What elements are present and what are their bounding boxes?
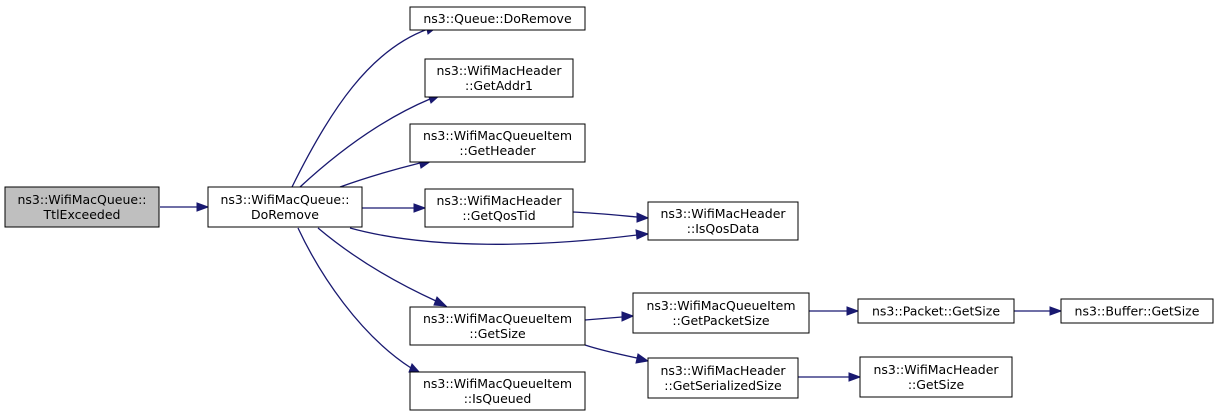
node-label-line: ns3::Queue::DoRemove — [423, 11, 572, 26]
node-label-line: ::GetSize — [908, 377, 965, 392]
node-box — [207, 186, 363, 228]
function-node-pktgetsize[interactable]: ns3::Packet::GetSize — [857, 298, 1015, 324]
node-label-line: ns3::WifiMacQueueItem — [423, 128, 572, 143]
call-edge-getpktsize-to-pktgetsize — [809, 306, 860, 316]
node-label-line: ::GetSize — [469, 326, 526, 341]
node-box — [859, 356, 1013, 398]
function-node-getaddr1[interactable]: ns3::WifiMacHeader::GetAddr1 — [424, 58, 574, 98]
node-box — [647, 357, 799, 399]
function-nodes: ns3::WifiMacQueue::TtlExceededns3::WifiM… — [4, 6, 1214, 411]
arrowhead-icon — [621, 311, 635, 322]
call-edge-doremove-to-isqosdata — [349, 227, 650, 245]
arrowhead-icon — [846, 306, 860, 316]
node-label-line: ::GetAddr1 — [465, 78, 533, 93]
node-label-line: DoRemove — [251, 207, 319, 222]
function-node-ttl[interactable]: ns3::WifiMacQueue::TtlExceeded — [4, 186, 160, 228]
node-label-line: ns3::WifiMacHeader — [660, 363, 786, 378]
function-node-doremove[interactable]: ns3::WifiMacQueue::DoRemove — [207, 186, 363, 228]
call-edge-doremove-to-getqostid — [362, 203, 427, 213]
node-box — [409, 123, 586, 163]
edge-line — [299, 98, 431, 188]
function-node-getsize[interactable]: ns3::WifiMacQueueItem::GetSize — [409, 306, 586, 346]
node-label-line: TtlExceeded — [43, 207, 121, 222]
node-box — [424, 188, 574, 228]
node-label-line: ns3::WifiMacHeader — [660, 206, 786, 221]
node-box — [424, 58, 574, 98]
node-box — [1060, 298, 1214, 324]
arrowhead-icon — [433, 296, 448, 307]
node-label-line: ns3::WifiMacHeader — [436, 193, 562, 208]
arrowhead-icon — [1049, 306, 1063, 316]
function-node-bufgetsize[interactable]: ns3::Buffer::GetSize — [1060, 298, 1214, 324]
call-edge-doremove-to-getsize — [317, 227, 448, 307]
node-label-line: ns3::WifiMacQueueItem — [646, 298, 795, 313]
function-node-getpktsize[interactable]: ns3::WifiMacQueueItem::GetPacketSize — [632, 292, 810, 334]
node-label-line: ns3::WifiMacQueueItem — [423, 376, 572, 391]
node-label-line: ns3::WifiMacQueue:: — [220, 192, 349, 207]
node-box — [4, 186, 160, 228]
node-label-line: ns3::Packet::GetSize — [872, 304, 1000, 319]
function-node-getsersize[interactable]: ns3::WifiMacHeader::GetSerializedSize — [647, 357, 799, 399]
call-edge-doremove-to-getheader — [339, 158, 433, 188]
edge-line — [297, 227, 412, 369]
node-label-line: ns3::WifiMacQueue:: — [17, 192, 146, 207]
call-edge-getqostid-to-isqosdata — [572, 211, 650, 223]
function-node-getqostid[interactable]: ns3::WifiMacHeader::GetQosTid — [424, 188, 574, 228]
call-edge-getsize-to-getpktsize — [584, 311, 635, 322]
call-edge-getsersize-to-hdrgetsize — [798, 372, 862, 382]
edge-line — [317, 227, 437, 302]
node-label-line: ::GetQosTid — [462, 208, 535, 223]
node-label-line: ns3::WifiMacHeader — [436, 63, 562, 78]
node-box — [632, 292, 810, 334]
call-edge-getsize-to-getsersize — [584, 344, 650, 364]
call-edge-ttl-to-doremove — [160, 202, 210, 212]
call-edge-pktgetsize-to-bufgetsize — [1014, 306, 1063, 316]
function-node-qdoremove[interactable]: ns3::Queue::DoRemove — [409, 6, 586, 31]
function-node-isqosdata[interactable]: ns3::WifiMacHeader::IsQosData — [647, 201, 799, 241]
node-label-line: ::GetSerializedSize — [664, 378, 782, 393]
call-edge-doremove-to-isqueued — [297, 227, 422, 374]
edge-line — [339, 162, 421, 188]
arrowhead-icon — [196, 202, 210, 212]
node-label-line: ns3::WifiMacQueueItem — [423, 311, 572, 326]
node-box — [409, 306, 586, 346]
node-box — [409, 371, 586, 411]
node-label-line: ::IsQosData — [687, 221, 759, 236]
function-node-hdrgetsize[interactable]: ns3::WifiMacHeader::GetSize — [859, 356, 1013, 398]
node-box — [857, 298, 1015, 324]
arrowhead-icon — [413, 203, 427, 213]
node-label-line: ::IsQueued — [464, 391, 532, 406]
node-label-line: ::GetPacketSize — [672, 313, 770, 328]
edge-line — [572, 211, 638, 218]
node-box — [647, 201, 799, 241]
function-node-getheader[interactable]: ns3::WifiMacQueueItem::GetHeader — [409, 123, 586, 163]
edge-line — [291, 28, 429, 188]
node-box — [409, 6, 586, 31]
function-node-isqueued[interactable]: ns3::WifiMacQueueItem::IsQueued — [409, 371, 586, 411]
arrowhead-icon — [635, 353, 650, 364]
arrowhead-icon — [635, 229, 650, 240]
arrowhead-icon — [848, 372, 862, 382]
edge-line — [584, 344, 638, 359]
edge-line — [349, 227, 638, 245]
node-label-line: ::GetHeader — [459, 143, 536, 158]
node-label-line: ns3::Buffer::GetSize — [1075, 304, 1200, 319]
edge-line — [584, 316, 623, 321]
arrowhead-icon — [636, 212, 650, 223]
node-label-line: ns3::WifiMacHeader — [873, 362, 999, 377]
